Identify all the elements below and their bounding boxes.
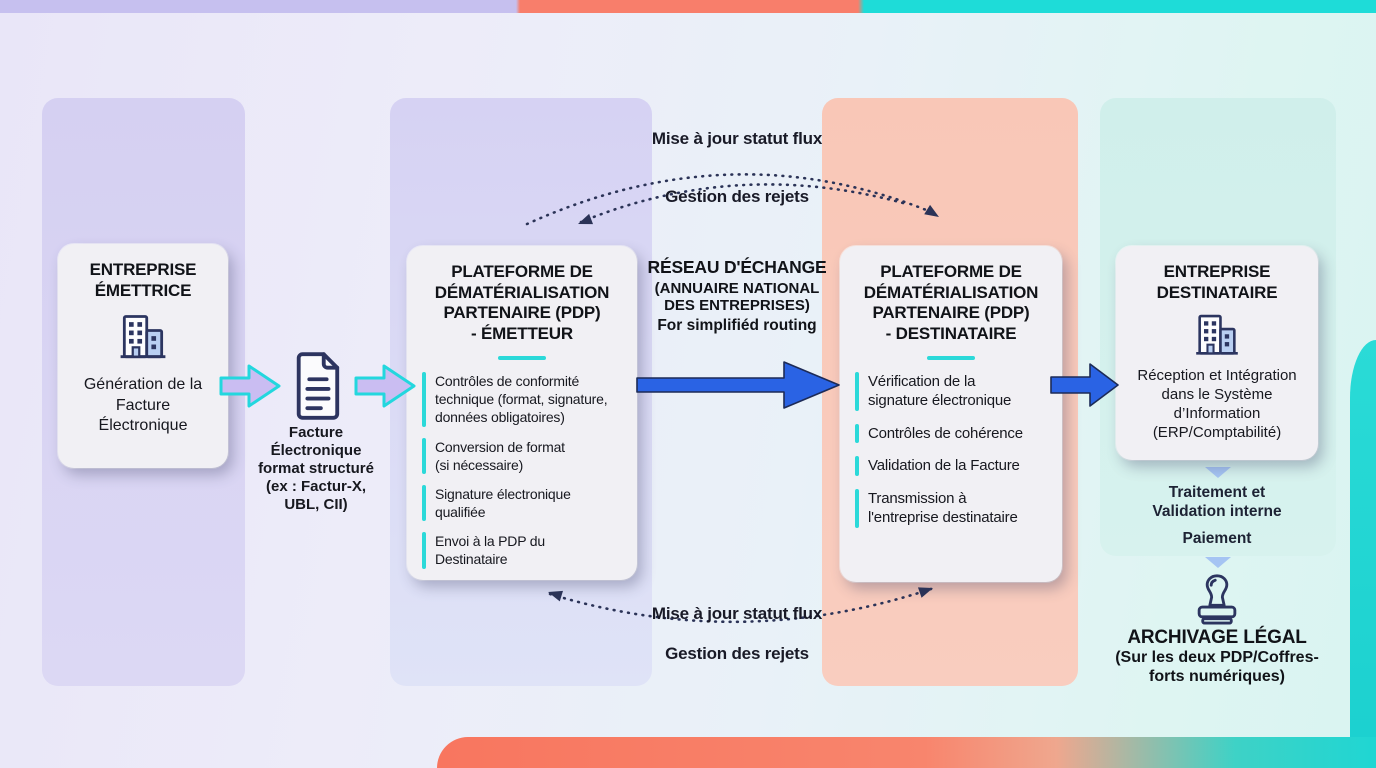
list-item: Transmission à l'entreprise destinataire bbox=[855, 488, 1052, 528]
archive-subtitle: (Sur les deux PDP/Coffres- forts numériq… bbox=[1115, 649, 1319, 685]
purple-arrow-icon bbox=[354, 364, 416, 408]
teal-bullet-bar bbox=[422, 484, 426, 522]
list-item-text: Contrôles de conformité technique (forma… bbox=[435, 372, 608, 426]
teal-bullet-bar bbox=[422, 371, 426, 427]
chevron-down-icon bbox=[1205, 557, 1231, 568]
exchange-network-block: RÉSEAU D'ÉCHANGE (ANNUAIRE NATIONAL DES … bbox=[587, 257, 887, 335]
bottom-status-label: Mise à jour statut flux bbox=[651, 604, 823, 623]
card-caption: Génération de la Facture Électronique bbox=[83, 376, 203, 434]
bottom-rejects-label: Gestion des rejets bbox=[665, 644, 809, 663]
internal-validation-step: Traitement et Validation interne bbox=[1152, 484, 1282, 520]
card-recipient-company: ENTREPRISE DESTINATAIRE Réception et Int… bbox=[1116, 246, 1318, 460]
list-item-text: Validation de la Facture bbox=[868, 457, 1020, 475]
list-item: Signature électronique qualifiée bbox=[422, 484, 627, 522]
card-emitter-company: ENTREPRISE ÉMETTRICE Génération de la Fa… bbox=[58, 244, 228, 468]
stamp-icon bbox=[1197, 574, 1237, 625]
building-icon bbox=[120, 315, 166, 359]
top-rejects-label: Gestion des rejets bbox=[665, 187, 809, 206]
teal-bullet-bar bbox=[855, 456, 859, 476]
list-item-text: Transmission à l'entreprise destinataire bbox=[868, 489, 1018, 527]
teal-divider bbox=[498, 355, 546, 360]
right-teal-decoration bbox=[1350, 340, 1376, 768]
card-title: PLATEFORME DE DÉMATÉRIALISATION PARTENAI… bbox=[863, 262, 1039, 344]
card-caption: Réception et Intégration dans le Système… bbox=[1137, 367, 1297, 442]
teal-bullet-bar bbox=[855, 371, 859, 411]
teal-bullet-bar bbox=[422, 437, 426, 474]
network-note: For simplifiéd routing bbox=[657, 317, 817, 335]
card-title: ENTREPRISE DESTINATAIRE bbox=[1156, 262, 1278, 302]
list-item: Contrôles de cohérence bbox=[855, 423, 1052, 444]
bottom-accent-bar bbox=[437, 737, 1376, 768]
teal-divider bbox=[927, 355, 975, 360]
card-title: PLATEFORME DE DÉMATÉRIALISATION PARTENAI… bbox=[434, 262, 610, 344]
list-item-text: Contrôles de cohérence bbox=[868, 424, 1023, 442]
card-title: ENTREPRISE ÉMETTRICE bbox=[89, 260, 197, 300]
top-status-label: Mise à jour statut flux bbox=[651, 129, 823, 148]
network-title: RÉSEAU D'ÉCHANGE bbox=[647, 257, 827, 277]
list-item: Conversion de format (si nécessaire) bbox=[422, 437, 627, 474]
document-icon bbox=[296, 352, 340, 420]
chevron-down-icon bbox=[1205, 467, 1231, 478]
list-item-text: Signature électronique qualifiée bbox=[435, 485, 571, 521]
card-pdp-recipient: PLATEFORME DE DÉMATÉRIALISATION PARTENAI… bbox=[840, 246, 1062, 582]
building-icon bbox=[1196, 315, 1238, 356]
list-item: Validation de la Facture bbox=[855, 456, 1052, 476]
network-subtitle: (ANNUAIRE NATIONAL DES ENTREPRISES) bbox=[654, 280, 820, 315]
blue-flow-arrow-icon bbox=[636, 361, 840, 409]
blue-flow-arrow-icon bbox=[1050, 363, 1119, 407]
list-item-text: Conversion de format (si nécessaire) bbox=[435, 438, 565, 473]
list-item-text: Vérification de la signature électroniqu… bbox=[868, 372, 1012, 410]
list-item: Envoi à la PDP du Destinataire bbox=[422, 532, 627, 569]
list-item: Contrôles de conformité technique (forma… bbox=[422, 371, 627, 427]
invoice-format-caption: Facture Électronique format structuré (e… bbox=[258, 424, 374, 513]
teal-bullet-bar bbox=[855, 488, 859, 528]
archive-title: ARCHIVAGE LÉGAL bbox=[1127, 627, 1307, 648]
teal-bullet-bar bbox=[855, 423, 859, 444]
list-item: Vérification de la signature électroniqu… bbox=[855, 371, 1052, 411]
payment-step: Paiement bbox=[1182, 530, 1252, 547]
list-item-text: Envoi à la PDP du Destinataire bbox=[435, 533, 545, 568]
top-accent-strip bbox=[0, 0, 1376, 13]
teal-bullet-bar bbox=[422, 532, 426, 569]
purple-arrow-icon bbox=[219, 364, 281, 408]
card-pdp-emitter: PLATEFORME DE DÉMATÉRIALISATION PARTENAI… bbox=[407, 246, 637, 580]
